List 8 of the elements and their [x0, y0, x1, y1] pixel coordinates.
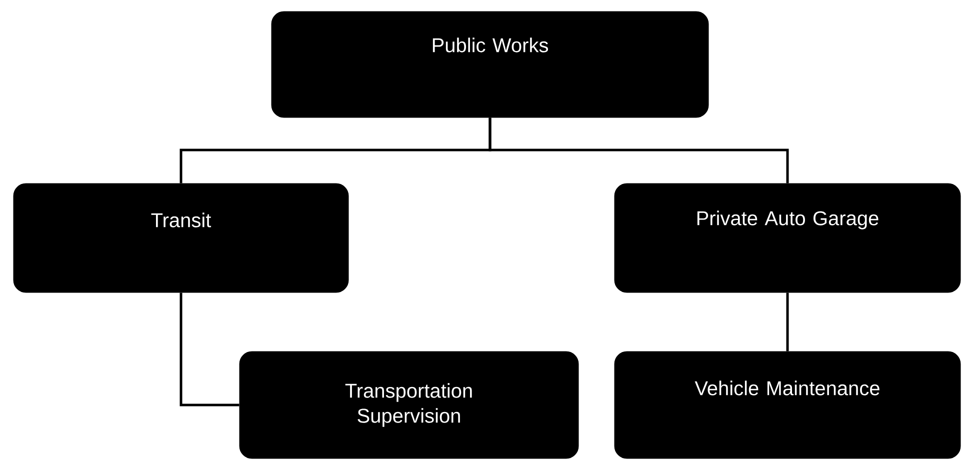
org-box: Vehicle Maintenance: [614, 351, 961, 459]
org-box: Transportation Supervision: [239, 351, 579, 459]
org-box: Public Works: [271, 11, 709, 118]
connector-line: [786, 292, 789, 352]
connector-line: [180, 292, 240, 406]
connector-line: [488, 118, 789, 184]
org-box: Transit: [13, 183, 349, 293]
org-box: Private Auto Garage: [614, 183, 961, 293]
